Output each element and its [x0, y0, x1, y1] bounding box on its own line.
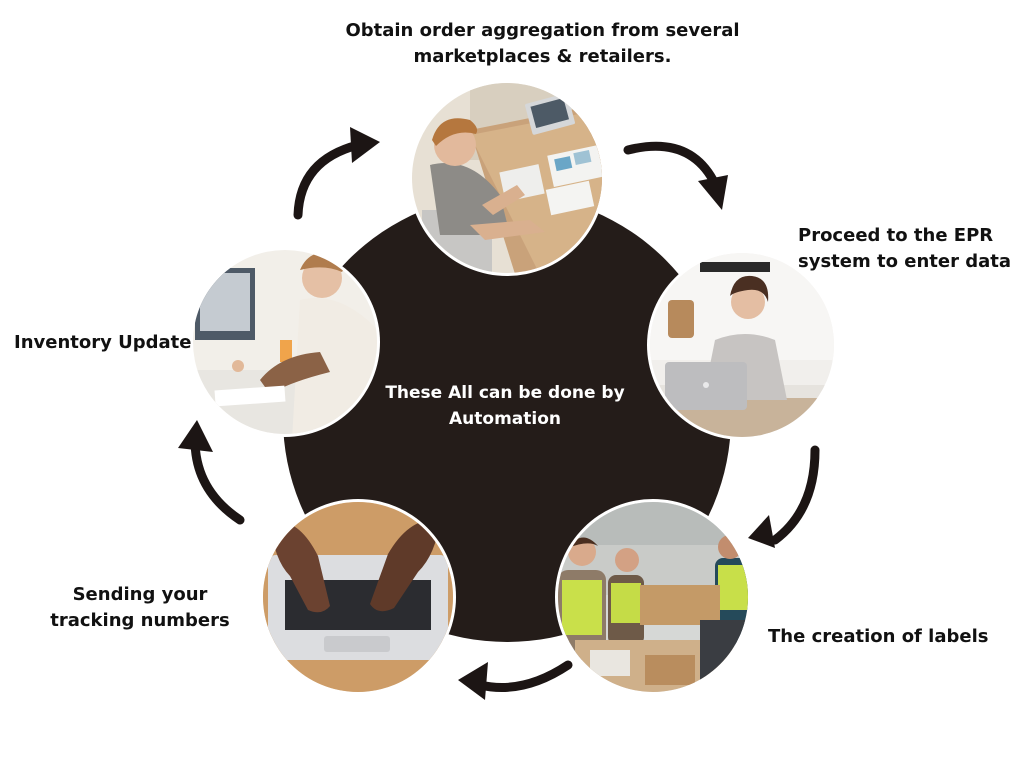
photo-erp-data-entry [647, 250, 837, 440]
photo-sending-tracking [260, 499, 456, 695]
center-caption-line1: These All can be done by [385, 383, 625, 403]
center-caption: These All can be done by Automation [355, 380, 655, 432]
step-label-line: The creation of labels [768, 626, 989, 647]
step-label-line: Sending your [72, 584, 208, 605]
arrow-right-to-labels [748, 445, 820, 548]
arrow-inventory-to-top [293, 127, 380, 220]
step-label-order-aggregation: Obtain order aggregation from several ma… [340, 18, 745, 70]
photo-label-creation [555, 499, 751, 695]
step-label-line: tracking numbers [50, 610, 230, 631]
arrow-top-to-right [623, 141, 728, 210]
step-label-label-creation: The creation of labels [768, 624, 988, 650]
step-label-inventory-update: Inventory Update [14, 330, 191, 356]
step-label-erp-entry: Proceed to the EPR system to enter data [798, 223, 1011, 275]
step-label-line: system to enter data [798, 251, 1011, 272]
step-label-sending-tracking: Sending your tracking numbers [40, 582, 240, 634]
center-caption-line2: Automation [449, 409, 561, 429]
photo-inventory-update [190, 247, 380, 437]
arrow-sending-to-inventory [178, 420, 245, 525]
step-label-line: Obtain order aggregation from several [345, 20, 740, 41]
photo-order-aggregation [409, 80, 605, 276]
step-label-line: Proceed to the EPR [798, 225, 994, 246]
step-label-line: marketplaces & retailers. [413, 46, 672, 67]
step-label-line: Inventory Update [14, 332, 192, 353]
arrow-labels-to-sending [458, 660, 573, 700]
